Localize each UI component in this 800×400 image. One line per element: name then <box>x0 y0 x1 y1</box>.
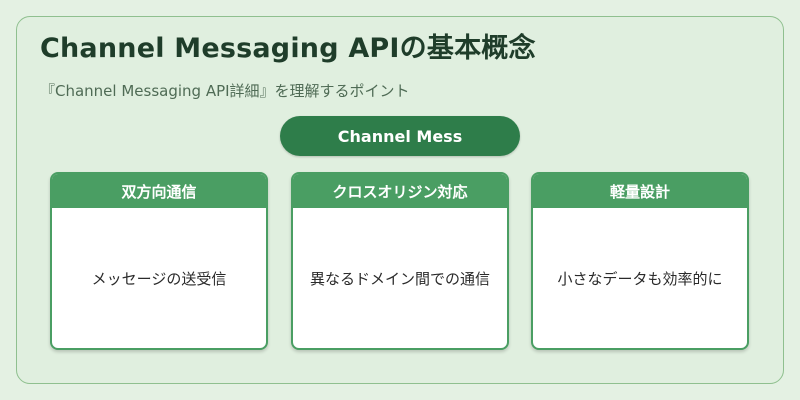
concept-card-cross-origin: クロスオリジン対応 異なるドメイン間での通信 <box>291 172 509 350</box>
card-description: メッセージの送受信 <box>91 269 227 288</box>
card-description: 異なるドメイン間での通信 <box>309 269 490 288</box>
concept-card-bidirectional: 双方向通信 メッセージの送受信 <box>50 172 268 350</box>
card-title: クロスオリジン対応 <box>293 174 507 208</box>
card-title: 軽量設計 <box>533 174 747 208</box>
page-title: Channel Messaging APIの基本概念 <box>40 33 536 64</box>
page-subtitle: 『Channel Messaging API詳細』を理解するポイント <box>40 82 410 100</box>
concept-card-lightweight: 軽量設計 小さなデータも効率的に <box>531 172 749 350</box>
central-concept-pill: Channel Mess <box>280 116 520 156</box>
card-description: 小さなデータも効率的に <box>557 269 723 288</box>
card-title: 双方向通信 <box>52 174 266 208</box>
